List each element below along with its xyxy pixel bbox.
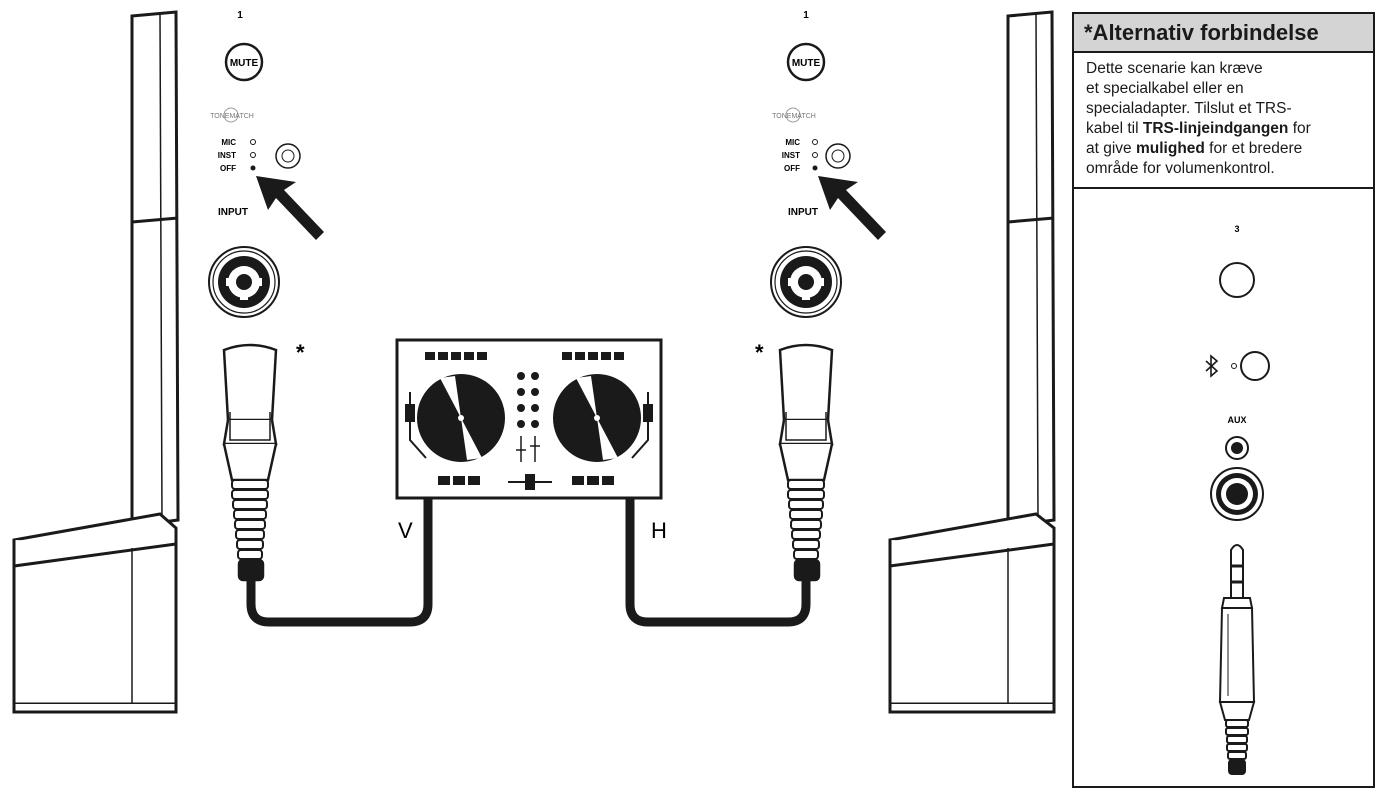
right-speaker xyxy=(888,10,1056,714)
channel-3-knob[interactable] xyxy=(1219,262,1255,298)
right-channel-number: 1 xyxy=(803,10,809,21)
right-inst-led xyxy=(812,152,818,158)
left-combo-input-jack[interactable] xyxy=(208,246,280,318)
left-mode-button[interactable] xyxy=(275,143,301,169)
right-mute-button[interactable] xyxy=(786,42,826,82)
left-speaker xyxy=(12,10,180,714)
left-mute-label: MUTE xyxy=(230,58,259,69)
alt-text-line-6: område for volumenkontrol. xyxy=(1086,160,1275,177)
alt-panel-title: *Alternativ forbindelse xyxy=(1074,14,1373,53)
alt-panel-illustration: 3 AUX xyxy=(1205,224,1270,775)
right-xlr-connector xyxy=(778,343,834,582)
right-tonematch-ring xyxy=(785,107,801,123)
left-asterisk: * xyxy=(296,340,305,365)
left-channel-number: 1 xyxy=(237,10,243,21)
left-input-label: INPUT xyxy=(218,207,248,218)
alt-text-line-5: at give mulighed for et bredere xyxy=(1086,140,1303,157)
alt-text-line-2: et specialkabel eller en xyxy=(1086,80,1244,97)
right-mute-label: MUTE xyxy=(792,58,821,69)
cable-label-left: V xyxy=(398,518,413,543)
right-mode-mic: MIC xyxy=(785,138,800,147)
mulighed-term: mulighed xyxy=(1135,140,1205,157)
trs-line-input-jack[interactable] xyxy=(1210,467,1264,521)
aux-input-jack[interactable] xyxy=(1225,436,1249,460)
right-mode-inst: INST xyxy=(782,151,800,160)
right-turntable-platter xyxy=(553,374,641,462)
left-xlr-connector xyxy=(222,343,278,582)
mixer-knobs xyxy=(517,372,539,428)
alt-text-line-4: kabel til TRS-linjeindgangen for xyxy=(1086,120,1311,137)
right-channel-panel: 1 MUTE TONEMATCH MIC INST OFF INPUT * xyxy=(755,10,886,365)
left-cable xyxy=(246,492,433,627)
dj-controller xyxy=(395,338,663,500)
right-off-led xyxy=(812,165,818,171)
top-pads-left xyxy=(425,352,487,360)
right-arrow-icon xyxy=(818,176,886,240)
left-tonematch-ring xyxy=(223,107,239,123)
right-asterisk: * xyxy=(755,340,764,365)
top-pads-right xyxy=(562,352,624,360)
alt-text-line-1: Dette scenarie kan kræve xyxy=(1086,60,1263,77)
left-mode-inst: INST xyxy=(218,151,236,160)
left-tonematch-label: TONEMATCH xyxy=(210,113,254,120)
left-mic-led xyxy=(250,139,256,145)
right-input-label: INPUT xyxy=(788,207,818,218)
right-combo-input-jack[interactable] xyxy=(770,246,842,318)
alternative-connection-panel: *Alternativ forbindelse Dette scenarie k… xyxy=(1072,12,1375,788)
left-arrow-icon xyxy=(256,176,324,240)
right-mode-button-inner xyxy=(831,149,845,163)
trs-plug-icon xyxy=(1218,544,1256,775)
cable-label-right: H xyxy=(651,518,667,543)
trs-input-term: TRS-linjeindgangen xyxy=(1142,120,1289,137)
right-cable xyxy=(625,492,811,627)
left-mute-button[interactable] xyxy=(224,42,264,82)
left-off-led xyxy=(250,165,256,171)
right-mic-led xyxy=(812,139,818,145)
left-inst-led xyxy=(250,152,256,158)
aux-label: AUX xyxy=(1227,415,1246,425)
right-mode-button[interactable] xyxy=(825,143,851,169)
left-mode-mic: MIC xyxy=(221,138,236,147)
alt-text-line-3: specialadapter. Tilslut et TRS- xyxy=(1086,100,1292,117)
alt-channel-number: 3 xyxy=(1234,224,1239,234)
left-mode-off: OFF xyxy=(220,164,236,173)
left-turntable-platter xyxy=(417,374,505,462)
right-mode-off: OFF xyxy=(784,164,800,173)
right-tonematch-label: TONEMATCH xyxy=(772,113,816,120)
bluetooth-icon xyxy=(1205,354,1219,378)
bluetooth-led xyxy=(1231,363,1237,369)
alt-panel-description: Dette scenarie kan kræve et specialkabel… xyxy=(1074,53,1373,189)
bluetooth-button[interactable] xyxy=(1240,351,1270,381)
left-channel-panel: 1 MUTE TONEMATCH MIC INST OFF INPUT * xyxy=(208,10,324,365)
left-mode-button-inner xyxy=(281,149,295,163)
